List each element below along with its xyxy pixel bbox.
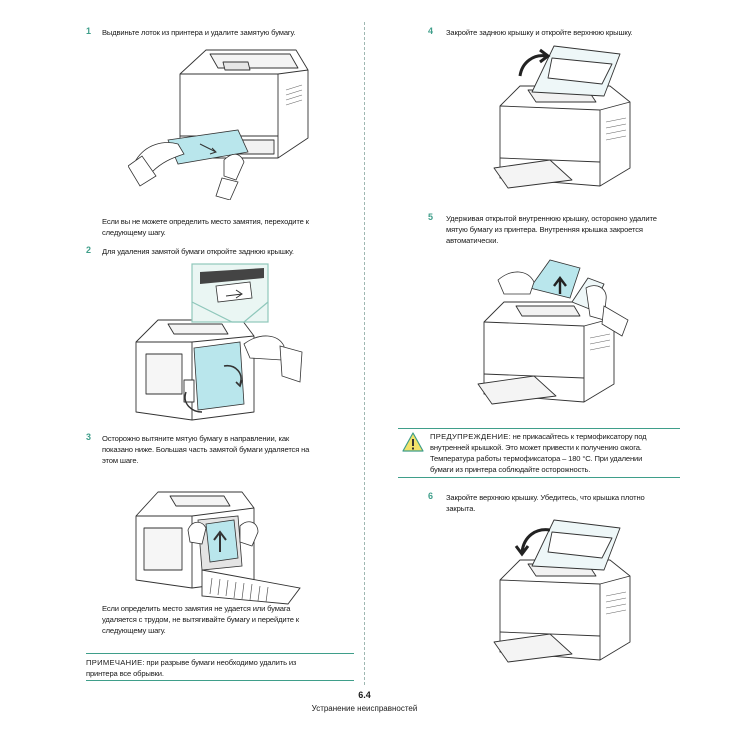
illustration-pull-paper-rear: [132, 480, 302, 605]
note-text: : при разрыве бумаги необходимо удалить …: [142, 658, 297, 667]
step-line: этом шаге.: [102, 456, 139, 465]
warning-line-1: Предупреждение: не прикасайтесь к термоф…: [430, 431, 690, 442]
step-number: 1: [86, 26, 91, 36]
column-divider: [364, 22, 365, 685]
paragraph-line: Если вы не можете определить место замят…: [102, 217, 309, 226]
step-line: показано ниже. Большая часть замятой бум…: [102, 445, 310, 454]
paragraph-line: следующему шагу.: [102, 626, 166, 635]
illustration-pull-out-tray: [128, 40, 318, 200]
warning-text: : не прикасайтесь к термофиксатору под: [508, 432, 647, 441]
page-number: 6.4: [358, 690, 371, 700]
step-text: Осторожно вытяните мятую бумагу в направ…: [102, 433, 362, 466]
warning-line-3: Температура работы термофиксатора – 180 …: [430, 454, 643, 463]
step-line: Осторожно вытяните мятую бумагу в направ…: [102, 434, 290, 443]
warning: Предупреждение: не прикасайтесь к термоф…: [430, 431, 690, 475]
note-top-rule: [86, 653, 354, 654]
note-line-2: принтера все обрывки.: [86, 669, 164, 678]
step-number: 5: [428, 212, 433, 222]
note-bottom-rule: [86, 680, 354, 681]
step-line: Удерживая открытой внутреннюю крышку, ос…: [446, 214, 657, 223]
step-text: Для удаления замятой бумаги откройте зад…: [102, 247, 294, 256]
step-line: автоматически.: [446, 236, 499, 245]
section-title: Устранение неисправностей: [311, 704, 418, 713]
warning-triangle-icon: [402, 432, 424, 457]
warning-label: Предупреждение: [430, 432, 509, 441]
step-line: Закройте верхнюю крышку. Убедитесь, что …: [446, 493, 645, 502]
illustration-remove-paper-top: [476, 258, 636, 408]
step-number: 3: [86, 432, 91, 442]
warning-bottom-rule: [398, 477, 680, 478]
paragraph-line: следующему шагу.: [102, 228, 166, 237]
illustration-open-rear-cover: [132, 262, 312, 422]
paragraph-line: удаляется с трудом, не вытягивайте бумаг…: [102, 615, 299, 624]
warning-line-2: внутренней крышкой. Это может привести к…: [430, 443, 642, 452]
step-number: 6: [428, 491, 433, 501]
warning-line-4: бумаги из принтера соблюдайте осторожнос…: [430, 465, 591, 474]
note-label: Примечание: [86, 658, 143, 667]
illustration-open-top-cover: [492, 40, 642, 190]
step-text: Закройте верхнюю крышку. Убедитесь, что …: [446, 492, 716, 514]
note: Примечание: при разрыве бумаги необходим…: [86, 657, 356, 679]
paragraph-cannot-locate: Если определить место замятия не удается…: [102, 603, 362, 636]
step-number: 4: [428, 26, 433, 36]
step-text: Выдвиньте лоток из принтера и удалите за…: [102, 28, 296, 37]
step-line: закрыта.: [446, 504, 476, 513]
warning-top-rule: [398, 428, 680, 429]
illustration-close-top-cover: [492, 514, 642, 664]
step-text: Закройте заднюю крышку и откройте верхню…: [446, 28, 633, 37]
step-line: мятую бумагу из принтера. Внутренняя кры…: [446, 225, 643, 234]
note-line-1: Примечание: при разрыве бумаги необходим…: [86, 657, 356, 668]
step-text: Удерживая открытой внутреннюю крышку, ос…: [446, 213, 716, 246]
step-number: 2: [86, 245, 91, 255]
paragraph-skip-step: Если вы не можете определить место замят…: [102, 216, 362, 238]
paragraph-line: Если определить место замятия не удается…: [102, 604, 291, 613]
